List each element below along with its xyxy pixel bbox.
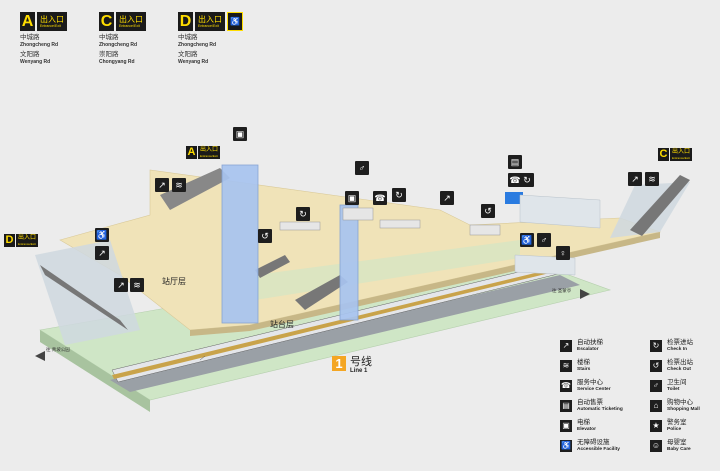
- track-bed: [110, 275, 580, 392]
- exit-letter-d: D: [178, 12, 193, 31]
- service-booth: [342, 207, 374, 221]
- accessible-icon: ♿: [520, 233, 534, 247]
- service-center-icon: ☎: [560, 380, 572, 392]
- concourse-label: 站厅层: [162, 277, 186, 286]
- platform-stairs: [295, 275, 348, 310]
- ticketing-icon: ▤: [560, 400, 572, 412]
- direction-arrow-left: [35, 351, 45, 361]
- legend-item-ticketing: ▤ 自动售票 Automatic Ticketing: [560, 398, 640, 418]
- elevator-icon: ▣: [345, 191, 359, 205]
- toilet-block: [514, 254, 576, 276]
- ticket-kiosk: [505, 192, 523, 204]
- service-center-icon: ☎: [373, 191, 387, 205]
- road-a-2: 文阳路 Wenyang Rd: [20, 51, 51, 65]
- platform-front-edge: [40, 330, 150, 412]
- legend-item-check-out: ↺ 检票出站 Check Out: [650, 358, 720, 378]
- escalator-icon: ↗: [440, 191, 454, 205]
- toilet-icon: ♂: [537, 233, 551, 247]
- road-a-1: 中城路 Zhongcheng Rd: [20, 34, 59, 48]
- legend-item-police: ★ 警务室 Police: [650, 418, 720, 438]
- stairs-icon: ≋: [645, 172, 659, 186]
- police-icon: ★: [650, 420, 662, 432]
- fare-gates: [279, 219, 501, 236]
- elevator-shaft-left: [221, 164, 259, 324]
- check-in-icon: ↻: [650, 340, 662, 352]
- line-badge: 1 号线 Line 1: [332, 356, 372, 375]
- legend-item-shopping-mall: ⌂ 购物中心 Shopping Mall: [650, 398, 720, 418]
- legend-item-elevator: ▣ 电梯 Elevator: [560, 418, 640, 438]
- accessible-icon: ♿: [95, 228, 109, 242]
- line-name-zh: 号线: [350, 356, 372, 368]
- escalator-icon: ↗: [155, 178, 169, 192]
- stairs-icon: ≋: [560, 360, 572, 372]
- exit-card-a: A 出入口 Entrance/Exit 中城路 Zhongcheng Rd 文阳…: [20, 12, 100, 65]
- road-c-2: 崇阳路 Chongyang Rd: [99, 51, 135, 65]
- toilet-icon: ♂: [355, 161, 369, 175]
- check-out-icon: ↺: [481, 204, 495, 218]
- platform-label: 站台层: [270, 320, 294, 329]
- stairs-icon: ≋: [172, 178, 186, 192]
- legend-item-toilet: ♂ 卫生间 Toilet: [650, 378, 720, 398]
- legend-item-escalator: ↗ 自动扶梯 Escalator: [560, 338, 640, 358]
- escalator-icon: ↗: [114, 278, 128, 292]
- platform-escalator: [255, 255, 290, 278]
- legend-item-service-center: ☎ 服务中心 Service Center: [560, 379, 611, 392]
- exit-card-d: D 出入口 Entrance/Exit ♿ 中城路 Zhongcheng Rd …: [178, 12, 278, 65]
- elevator-icon: ▣: [560, 420, 572, 432]
- exit-a-escalator: [160, 168, 230, 210]
- elevator-shaft-middle: [339, 204, 359, 321]
- line-number: 1: [332, 356, 346, 371]
- exit-label-a: 出入口 Entrance/Exit: [37, 12, 67, 31]
- check-out-icon: ↺: [258, 229, 272, 243]
- direction-right-label: 往 圣蒙亭: [552, 288, 572, 293]
- accessible-icon: ♿: [560, 440, 572, 452]
- escalator-icon: ↗: [560, 340, 572, 352]
- direction-arrow-right: [580, 289, 590, 299]
- toilet-icon: ♀: [556, 246, 570, 260]
- road-d-2: 文阳路 Wenyang Rd: [178, 51, 209, 65]
- elevator-icon: ▣: [233, 127, 247, 141]
- legend-item-baby-care: ☺ 母婴室 Baby Care: [650, 439, 691, 452]
- road-c-1: 中城路 Zhongcheng Rd: [99, 34, 138, 48]
- legend-item-stairs: ≋ 楼梯 Stairs: [560, 358, 640, 378]
- escalator-icon: ↗: [628, 172, 642, 186]
- check-out-icon: ↺: [650, 360, 662, 372]
- exit-label-c: 出入口 Entrance/Exit: [116, 12, 146, 31]
- exit-letter-a: A: [20, 12, 35, 31]
- check-in-icon: ↻: [520, 173, 534, 187]
- check-in-icon: ↻: [296, 207, 310, 221]
- ticketing-icon: ▤: [508, 155, 522, 169]
- escalator-icon: ↗: [95, 246, 109, 260]
- exit-letter-c: C: [99, 12, 114, 31]
- shopping-block: [519, 194, 601, 229]
- direction-left-label: 往 青坡公园: [46, 347, 70, 352]
- exit-card-c: C 出入口 Entrance/Exit 中城路 Zhongcheng Rd 崇阳…: [99, 12, 179, 65]
- toilet-icon: ♂: [650, 380, 662, 392]
- exit-d-escalator: [40, 265, 128, 330]
- legend-item-check-in: ↻ 检票进站 Check In: [650, 338, 720, 358]
- line-name-en: Line 1: [350, 368, 368, 374]
- check-in-icon: ↻: [392, 188, 406, 202]
- shopping-mall-icon: ⌂: [650, 400, 662, 412]
- legend-item-accessible: ♿ 无障碍设施 Accessible Facility: [560, 439, 620, 452]
- road-d-1: 中城路 Zhongcheng Rd: [178, 34, 217, 48]
- baby-care-icon: ☺: [650, 440, 662, 452]
- exit-label-d: 出入口 Entrance/Exit: [195, 12, 225, 31]
- concourse-void: [255, 240, 520, 300]
- exit-c-escalator: [630, 175, 690, 236]
- service-center-icon: ☎: [508, 173, 522, 187]
- stairs-icon: ≋: [130, 278, 144, 292]
- accessible-icon: ♿: [227, 12, 243, 31]
